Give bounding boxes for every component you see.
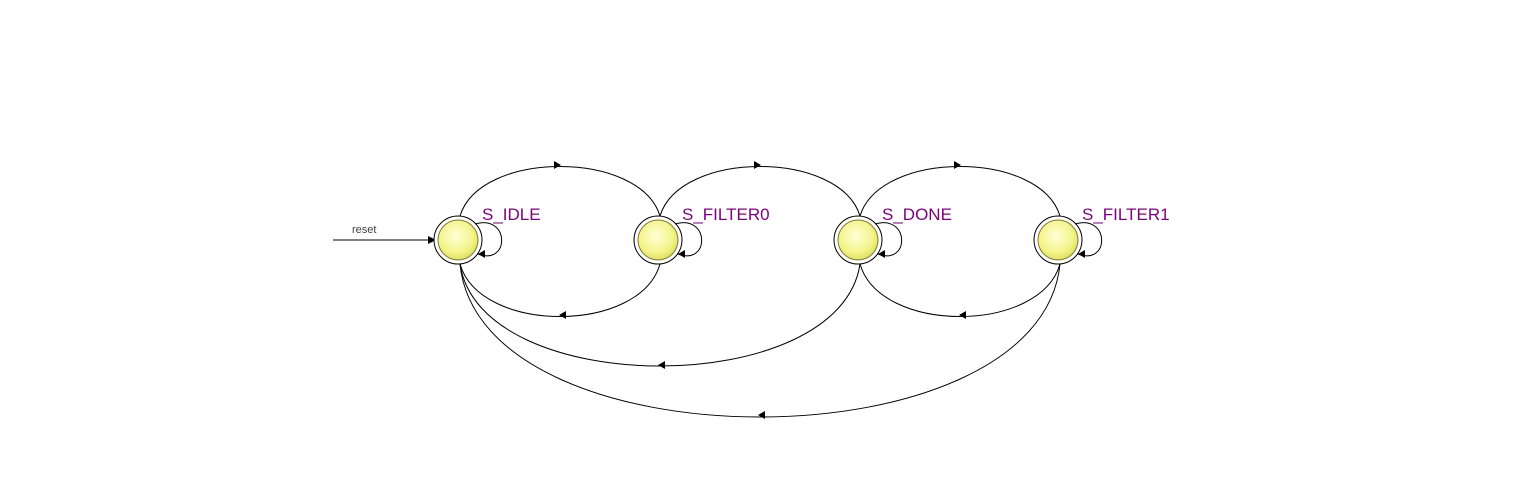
edge-s-filter1-to-s-done [859, 263, 1061, 319]
self-loop-s-filter1 [1074, 222, 1103, 258]
edge-arrowhead [959, 311, 966, 319]
state-s-done[interactable]: S_DONE [833, 205, 952, 265]
self-loop-s-idle [474, 222, 503, 258]
edge-arrowhead [758, 411, 765, 419]
reset-arrowhead [428, 236, 436, 244]
edge-arrowhead [478, 250, 485, 258]
edge-s-done-to-s-filter1 [859, 161, 1061, 217]
reset-label: reset [352, 224, 376, 236]
edge-arrowhead [554, 161, 561, 169]
edge-arrowhead [678, 250, 685, 258]
state-label: S_FILTER1 [1082, 205, 1170, 224]
edge-arrowhead [1078, 250, 1085, 258]
state-s-filter0[interactable]: S_FILTER0 [633, 205, 770, 265]
state-s-filter1[interactable]: S_FILTER1 [1033, 205, 1170, 265]
edge-s-idle-to-s-filter0 [459, 161, 661, 217]
state-s-idle[interactable]: S_IDLE [433, 205, 541, 265]
edge-arrowhead [954, 161, 961, 169]
state-label: S_IDLE [482, 205, 541, 224]
edge-s-filter0-to-s-idle [459, 263, 661, 319]
edge-s-filter1-to-s-idle [459, 263, 1061, 419]
reset-transition: reset [333, 224, 436, 244]
self-loop-s-done [874, 222, 903, 258]
state-label: S_DONE [882, 205, 952, 224]
edge-s-filter0-to-s-done [659, 161, 861, 217]
edge-arrowhead [559, 311, 566, 319]
edge-arrowhead [658, 361, 665, 369]
edge-arrowhead [878, 250, 885, 258]
state-label: S_FILTER0 [682, 205, 770, 224]
edge-arrowhead [754, 161, 761, 169]
edge-s-done-to-s-idle [459, 263, 861, 369]
self-loop-s-filter0 [674, 222, 703, 258]
